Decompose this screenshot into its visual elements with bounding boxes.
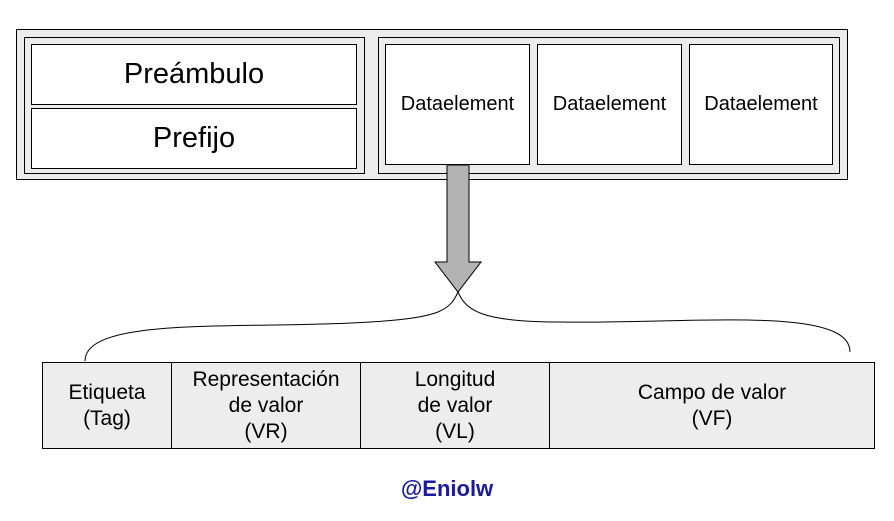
data-element-label: Dataelement	[552, 93, 667, 115]
field-line: Campo de valor	[637, 380, 787, 404]
data-element-box: Dataelement	[385, 44, 530, 165]
field-vr: Representación de valor (VR)	[171, 362, 361, 449]
field-line: (VF)	[691, 406, 733, 430]
data-element-label: Dataelement	[704, 93, 818, 115]
field-line: de valor	[417, 393, 493, 417]
curly-brace	[84, 290, 851, 362]
field-line: (Tag)	[83, 406, 131, 430]
data-element-label: Dataelement	[400, 93, 515, 115]
preamble-label: Preámbulo	[123, 58, 265, 90]
data-element-box: Dataelement	[689, 44, 833, 165]
preamble-box: Preámbulo	[31, 44, 357, 105]
expand-arrow	[433, 164, 483, 293]
author-credit: @Eniolw	[400, 476, 494, 501]
data-element-box: Dataelement	[537, 44, 682, 165]
prefix-label: Prefijo	[152, 122, 236, 154]
field-vl: Longitud de valor (VL)	[360, 362, 550, 449]
field-vf: Campo de valor (VF)	[549, 362, 875, 449]
field-line: (VL)	[435, 419, 475, 443]
field-line: Etiqueta	[68, 380, 146, 404]
field-line: (VR)	[244, 419, 288, 443]
field-line: de valor	[228, 393, 304, 417]
field-tag: Etiqueta (Tag)	[42, 362, 172, 449]
field-line: Representación	[192, 367, 340, 391]
field-line: Longitud	[414, 367, 496, 391]
prefix-box: Prefijo	[31, 108, 357, 169]
